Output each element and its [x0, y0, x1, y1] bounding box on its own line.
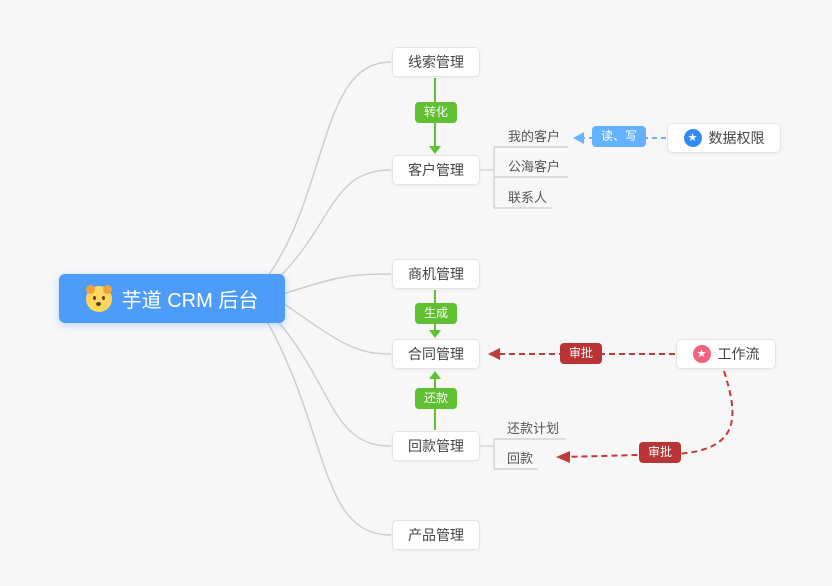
edge-label-read-write: 读、写 — [592, 126, 647, 147]
edge-label-generate: 生成 — [415, 303, 458, 324]
branch-to-customers — [267, 169, 392, 289]
edge-label-repay: 还款 — [415, 388, 458, 409]
node-label: 产品管理 — [408, 527, 464, 543]
edge-label-approve-receipt: 审批 — [639, 442, 682, 463]
branch-to-leads — [262, 61, 392, 284]
leaf-receipt: 回款 — [507, 451, 534, 466]
leaf-my-clients: 我的客户 — [508, 129, 561, 144]
arrow-approve-receipt-head — [556, 451, 570, 463]
node-label: 回款管理 — [408, 438, 464, 454]
branch-to-receivables — [267, 309, 392, 447]
node-label: 客户管理 — [408, 162, 464, 178]
node-workflow: ★ 工作流 — [676, 339, 776, 369]
arrow-repay-head — [429, 371, 441, 379]
branch-to-opportunities — [282, 273, 392, 295]
green-flow-arrows — [429, 78, 441, 430]
arrow-approve-contract-head — [488, 348, 500, 360]
node-label: 商机管理 — [408, 266, 464, 282]
leaf-contacts: 联系人 — [508, 190, 548, 205]
node-data-permission: ★ 数据权限 — [667, 123, 781, 153]
node-label: 线索管理 — [408, 54, 464, 70]
branch-to-contracts — [282, 302, 392, 355]
node-product-management: 产品管理 — [392, 520, 480, 550]
star-icon: ★ — [692, 345, 711, 363]
arrow-generate-head — [429, 330, 441, 338]
node-contract-management: 合同管理 — [392, 339, 480, 369]
node-opportunity-management: 商机管理 — [392, 259, 480, 289]
star-icon: ★ — [683, 129, 702, 147]
node-customer-management: 客户管理 — [392, 155, 480, 185]
arrow-convert-head — [429, 146, 441, 154]
node-lead-management: 线索管理 — [392, 47, 480, 77]
node-label: 数据权限 — [708, 130, 765, 146]
edge-label-approve-contract: 审批 — [560, 343, 603, 364]
leaf-repayment-plan: 还款计划 — [507, 421, 560, 436]
root-node-crm-backend: 芋道 CRM 后台 — [59, 274, 285, 323]
root-node-label: 芋道 CRM 后台 — [121, 290, 259, 312]
node-label: 合同管理 — [408, 346, 464, 362]
branch-to-products — [262, 313, 392, 536]
node-receivable-management: 回款管理 — [392, 431, 480, 461]
edge-label-convert: 转化 — [415, 102, 458, 123]
leaf-public-clients: 公海客户 — [508, 159, 561, 174]
arrow-readwrite-head — [573, 132, 584, 144]
node-label: 工作流 — [717, 346, 760, 362]
dog-emoji-icon — [85, 284, 112, 312]
